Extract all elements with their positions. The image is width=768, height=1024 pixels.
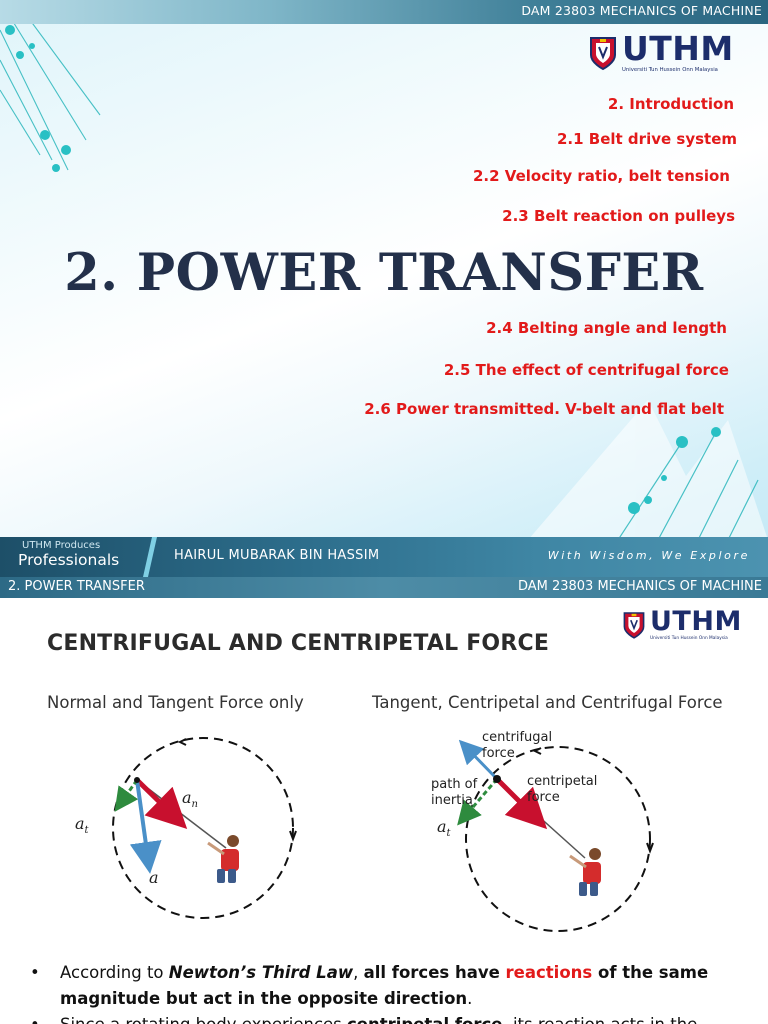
- right-a-t-arrow: [457, 778, 499, 826]
- decorative-dots-top-left: [0, 20, 101, 172]
- right-path-circle: [465, 746, 651, 932]
- force-diagrams: an at a: [75, 730, 654, 932]
- footer-course-label: DAM 23803 MECHANICS OF MACHINE: [517, 579, 762, 594]
- banner-produces-text: UTHM Produces: [22, 540, 101, 551]
- left-label-a-t: at: [75, 814, 90, 836]
- title-slide: DAM 23803 MECHANICS OF MACHINE UTHM Univ…: [0, 0, 768, 598]
- left-label-a-n: an: [182, 788, 198, 810]
- right-contact-point: [493, 775, 501, 783]
- left-direction-arrow-right: [289, 830, 297, 842]
- content-slide: UTHM Universiti Tun Hussein Onn Malaysia…: [0, 598, 768, 1024]
- left-force-diagram: an at a: [75, 737, 297, 919]
- left-direction-arrow-top: [177, 738, 187, 746]
- footer-bar: 2. POWER TRANSFER DAM 23803 MECHANICS OF…: [0, 577, 768, 598]
- left-person-figure: [207, 835, 239, 883]
- left-diagram-caption: Normal and Tangent Force only: [47, 693, 304, 712]
- left-a-n-arrow: [135, 778, 188, 829]
- toc-item-belt-drive-system: 2.1 Belt drive system: [557, 130, 737, 148]
- banner-professionals-text: Professionals: [18, 551, 120, 569]
- left-contact-point: [134, 777, 140, 783]
- bullet-item-newton: • According to Newton’s Third Law, all f…: [30, 960, 750, 1012]
- bullet-text-pre: According to: [60, 963, 169, 982]
- bullet-marker: •: [30, 963, 40, 982]
- right-diagram-caption: Tangent, Centripetal and Centrifugal For…: [372, 693, 723, 712]
- bottom-banner: UTHM Produces Professionals HAIRUL MUBAR…: [0, 537, 768, 577]
- right-person-figure: [569, 848, 601, 896]
- university-motto: With Wisdom, We Explore: [547, 549, 750, 562]
- bullet-text-bold1: all forces have: [363, 963, 506, 982]
- bullet-text-mid: ,: [353, 963, 364, 982]
- footer-chapter-label: 2. POWER TRANSFER: [8, 579, 145, 594]
- top-header-bar: DAM 23803 MECHANICS OF MACHINE: [0, 0, 768, 24]
- content-slide-title: CENTRIFUGAL AND CENTRIPETAL FORCE: [47, 631, 550, 656]
- logo-wordmark: UTHM: [622, 29, 734, 68]
- right-label-a-t: at: [437, 817, 452, 839]
- right-label-centrifugal: centrifugal force: [482, 730, 556, 761]
- bullet-text-pre: Since a rotating body experiences: [60, 1015, 347, 1024]
- toc-item-belting-angle: 2.4 Belting angle and length: [486, 319, 727, 337]
- bullet-text-centripetal-force: centripetal force: [347, 1015, 502, 1024]
- bullet-marker: •: [30, 1012, 40, 1024]
- left-label-a: a: [149, 868, 159, 887]
- left-a-t-arrow: [114, 779, 139, 812]
- logo-subtitle: Universiti Tun Hussein Onn Malaysia: [622, 67, 718, 73]
- decorative-dots-bottom-right: [528, 400, 768, 540]
- bullet-text-reactions: reactions: [505, 963, 593, 982]
- uthm-logo: UTHM Universiti Tun Hussein Onn Malaysia: [588, 32, 734, 73]
- author-name: HAIRUL MUBARAK BIN HASSIM: [174, 548, 380, 563]
- right-centripetal-arrow: [495, 777, 548, 830]
- toc-item-belt-reaction: 2.3 Belt reaction on pulleys: [502, 207, 735, 225]
- slide-title: 2. POWER TRANSFER: [64, 243, 704, 303]
- bullet-text-bold2: of the same magnitude but act in the opp…: [60, 963, 709, 1008]
- right-label-centripetal: centripetal force: [527, 774, 602, 805]
- bullet-list: • According to Newton’s Third Law, all f…: [30, 960, 750, 1024]
- toc-item-centrifugal-force: 2.5 The effect of centrifugal force: [443, 361, 729, 379]
- toc-item-power-transmitted: 2.6 Power transmitted. V-belt and flat b…: [364, 400, 724, 418]
- toc-item-introduction: 2. Introduction: [607, 95, 734, 113]
- toc-item-velocity-ratio: 2.2 Velocity ratio, belt tension: [473, 167, 730, 185]
- banner-slash-icon: [143, 537, 157, 577]
- uthm-logo-small: UTHM Universiti Tun Hussein Onn Malaysia: [622, 608, 742, 641]
- university-crest-icon: [623, 611, 645, 639]
- right-force-diagram: centrifugal force path of inertia centri…: [431, 730, 654, 932]
- logo-wordmark: UTHM: [650, 606, 742, 637]
- bullet-text-post: .: [467, 989, 473, 1008]
- logo-subtitle: Universiti Tun Hussein Onn Malaysia: [650, 636, 728, 641]
- bullet-text-newtons-law: Newton’s Third Law: [168, 963, 354, 982]
- right-centrifugal-arrow: [458, 739, 499, 781]
- right-direction-arrow-top: [532, 747, 542, 755]
- right-label-path-of-inertia: path of inertia: [431, 777, 481, 808]
- left-a-arrow: [129, 779, 162, 874]
- course-code-label: DAM 23803 MECHANICS OF MACHINE: [521, 3, 762, 18]
- bullet-text-post: , its reaction acts in the: [502, 1015, 697, 1024]
- right-direction-arrow-right: [646, 842, 654, 854]
- left-path-circle: [112, 737, 294, 919]
- university-crest-icon: [590, 36, 616, 70]
- bullet-item-centripetal: • Since a rotating body experiences cent…: [30, 1012, 750, 1024]
